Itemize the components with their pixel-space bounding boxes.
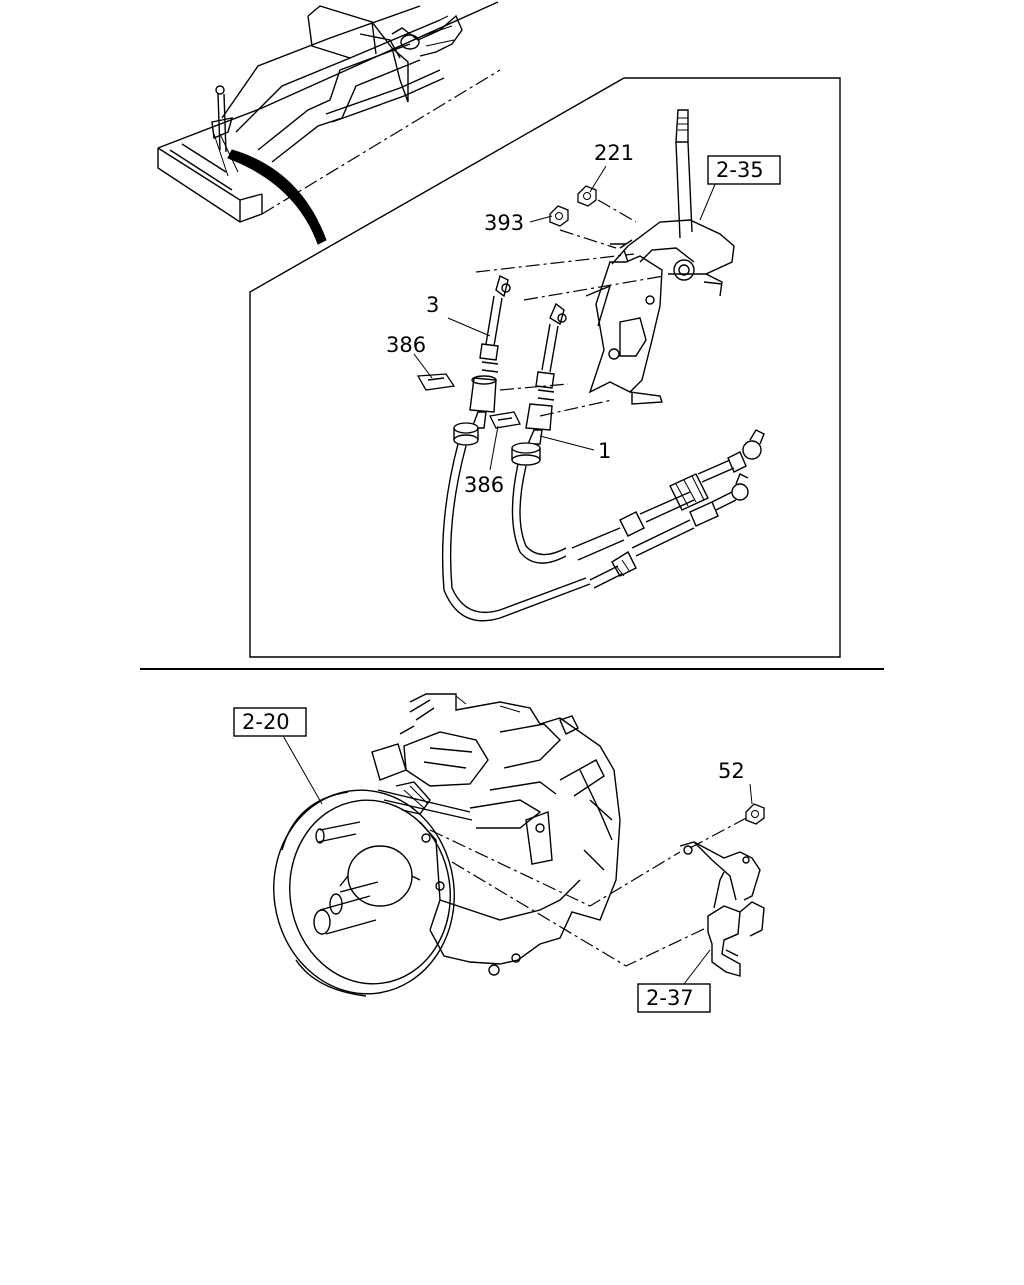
reference-box-2-20[interactable]: 2-20 [233, 707, 307, 737]
svg-text:2-35: 2-35 [716, 158, 764, 182]
select-cable-1 [511, 302, 567, 564]
callout-52: 52 [718, 759, 745, 783]
callout-3: 3 [426, 293, 439, 317]
transmission-assembly [273, 693, 621, 997]
mounting-bracket [679, 841, 765, 977]
shift-cable-3 [441, 274, 591, 622]
clip-386-left [416, 373, 456, 391]
callout-386-left: 386 [386, 333, 426, 357]
nut-221 [577, 185, 597, 207]
vehicle-frame-overview [157, 1, 501, 245]
reference-box-2-37[interactable]: 2-37 [637, 983, 711, 1013]
reference-box-2-35[interactable]: 2-35 [707, 155, 781, 185]
nut-393 [549, 205, 569, 227]
connection-leaders-lower [429, 815, 751, 967]
detail-frame [249, 77, 841, 658]
clip-386-lower [489, 411, 521, 429]
cable-ends-transmission [571, 429, 765, 589]
callout-221: 221 [594, 141, 634, 165]
callout-leaders-lower [281, 733, 753, 985]
shift-lever-assembly [585, 109, 735, 405]
svg-text:2-20: 2-20 [242, 710, 290, 734]
callout-386-lower: 386 [464, 473, 504, 497]
callout-leaders-upper [413, 165, 717, 471]
callout-1: 1 [598, 439, 611, 463]
svg-text:2-37: 2-37 [646, 986, 694, 1010]
nut-52 [745, 803, 765, 825]
callout-393: 393 [484, 211, 524, 235]
